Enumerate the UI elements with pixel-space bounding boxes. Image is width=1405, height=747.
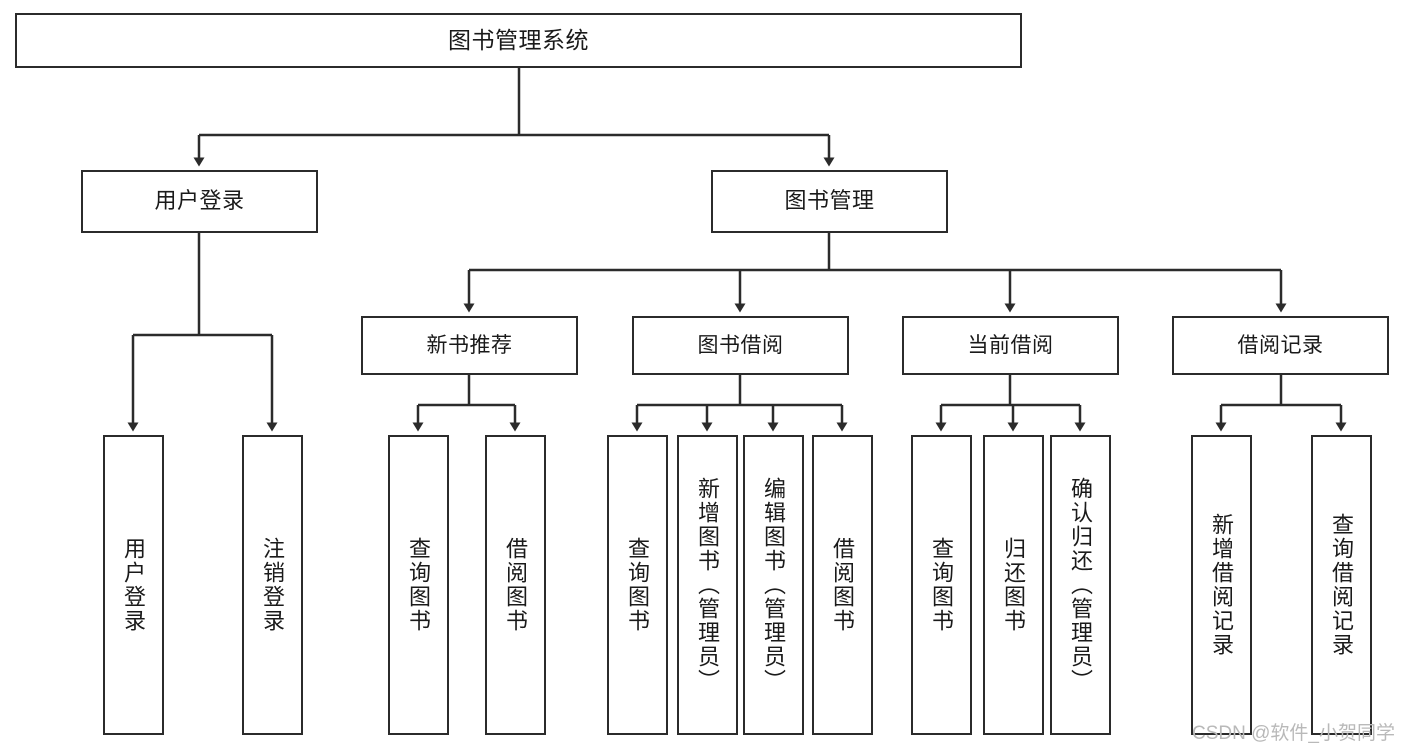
node-leaf-query-book-2[interactable]: 查询图书: [607, 435, 668, 735]
node-label: 借阅图书: [503, 537, 529, 633]
node-leaf-query-book-1[interactable]: 查询图书: [388, 435, 449, 735]
node-label: 借阅图书: [830, 537, 856, 633]
node-leaf-query-book-3[interactable]: 查询图书: [911, 435, 972, 735]
node-leaf-query-borrow-record[interactable]: 查询借阅记录: [1311, 435, 1372, 735]
node-label: 借阅记录: [1237, 333, 1324, 357]
node-leaf-add-book-admin[interactable]: 新增图书（管理员）: [677, 435, 738, 735]
node-book-manage[interactable]: 图书管理: [711, 170, 948, 233]
node-label: 查询图书: [406, 537, 432, 633]
node-leaf-user-logout[interactable]: 注销登录: [242, 435, 303, 735]
node-label: 用户登录: [121, 537, 147, 633]
node-leaf-edit-book-admin[interactable]: 编辑图书（管理员）: [743, 435, 804, 735]
node-leaf-add-borrow-record[interactable]: 新增借阅记录: [1191, 435, 1252, 735]
node-current-borrow[interactable]: 当前借阅: [902, 316, 1119, 375]
node-label: 图书管理: [784, 188, 875, 214]
node-leaf-confirm-return-admin[interactable]: 确认归还（管理员）: [1050, 435, 1111, 735]
node-label: 新增借阅记录: [1209, 513, 1235, 657]
node-label: 图书借阅: [697, 333, 784, 357]
node-label: 确认归还（管理员）: [1068, 477, 1094, 693]
node-label: 查询图书: [625, 537, 651, 633]
node-leaf-return-book[interactable]: 归还图书: [983, 435, 1044, 735]
node-label: 图书管理系统: [448, 26, 589, 53]
csdn-watermark: CSDN @软件_小贺同学: [1192, 723, 1395, 744]
node-leaf-user-login[interactable]: 用户登录: [103, 435, 164, 735]
node-leaf-borrow-book-2[interactable]: 借阅图书: [812, 435, 873, 735]
node-book-borrow[interactable]: 图书借阅: [632, 316, 849, 375]
node-label: 查询图书: [929, 537, 955, 633]
node-label: 归还图书: [1001, 537, 1027, 633]
node-user-login[interactable]: 用户登录: [81, 170, 318, 233]
node-label: 当前借阅: [967, 333, 1054, 357]
node-label: 用户登录: [154, 188, 245, 214]
node-label: 注销登录: [260, 537, 286, 633]
node-new-book-recommend[interactable]: 新书推荐: [361, 316, 578, 375]
node-root-system[interactable]: 图书管理系统: [15, 13, 1022, 68]
node-label: 新书推荐: [426, 333, 513, 357]
node-borrow-record[interactable]: 借阅记录: [1172, 316, 1389, 375]
node-label: 新增图书（管理员）: [695, 477, 721, 693]
node-label: 编辑图书（管理员）: [761, 477, 787, 693]
node-label: 查询借阅记录: [1329, 513, 1355, 657]
node-leaf-borrow-book-1[interactable]: 借阅图书: [485, 435, 546, 735]
